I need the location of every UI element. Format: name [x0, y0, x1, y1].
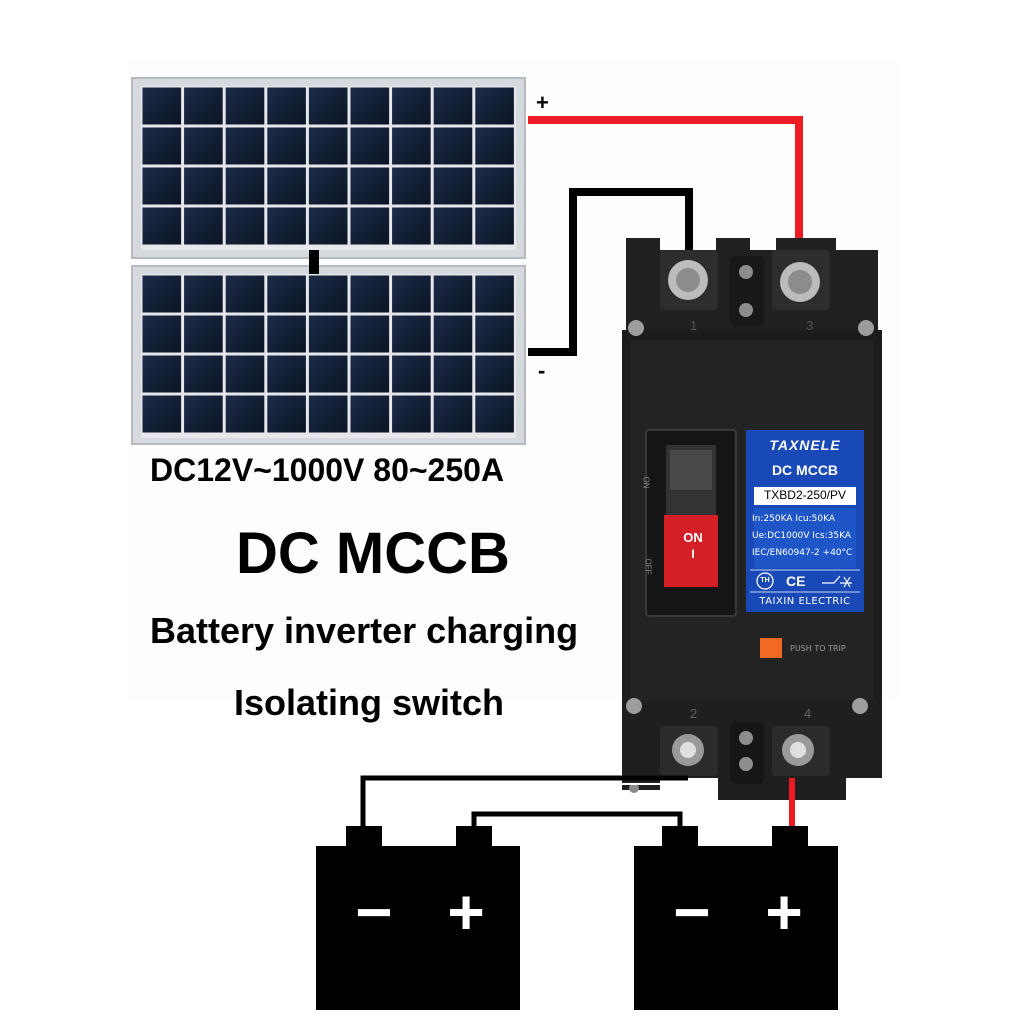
th-cert-text: TH — [760, 577, 770, 584]
mccb-breaker — [622, 238, 882, 800]
push-to-trip-label: PUSH TO TRIP — [790, 644, 846, 653]
battery-2 — [634, 826, 838, 1010]
battery-1-positive-symbol: + — [447, 876, 485, 948]
spec-rating-2: Ue:DC1000V Ics:35KA — [752, 531, 851, 541]
voltage-current-range: DC12V~1000V 80~250A — [150, 452, 505, 488]
manufacturer-name: TAIXIN ELECTRIC — [759, 596, 851, 607]
handle-i-text: I — [691, 547, 695, 561]
spec-standard: IEC/EN60947-2 +40°C — [752, 548, 853, 558]
terminal-number-2: 2 — [690, 706, 698, 721]
battery-1-negative-symbol: − — [355, 876, 393, 948]
side-off-text: OFF — [643, 558, 653, 575]
wire-positive-panel — [528, 116, 803, 262]
spec-rating-1: In:250KA Icu:50KA — [752, 514, 836, 524]
battery-2-negative-symbol: − — [673, 876, 711, 948]
solar-panel-top — [131, 77, 526, 259]
negative-label: - — [538, 358, 546, 383]
breaker-type: DC MCCB — [771, 462, 839, 478]
battery-1 — [316, 826, 520, 1010]
terminal-number-3: 3 — [806, 318, 814, 333]
main-title: DC MCCB — [236, 521, 510, 586]
handle-on-text: ON — [683, 530, 703, 545]
ce-mark: CE — [786, 573, 806, 589]
battery-2-positive-symbol: + — [765, 876, 803, 948]
panel-interconnect — [309, 250, 319, 274]
wire-negative-battery-outer — [360, 775, 688, 826]
terminal-number-1: 1 — [690, 318, 698, 333]
screw-icon — [629, 783, 639, 793]
brand-name: TAXNELE — [769, 437, 841, 453]
wire-battery-link — [471, 811, 683, 826]
subtitle-line-1: Battery inverter charging — [150, 610, 579, 651]
solar-panel-bottom — [131, 265, 526, 445]
terminal-number-4: 4 — [804, 706, 812, 721]
subtitle-line-2: Isolating switch — [234, 682, 505, 723]
wire-negative-panel — [528, 188, 693, 356]
switch-symbol-icon — [822, 575, 852, 588]
model-number: TXBD2-250/PV — [763, 488, 847, 502]
push-to-trip-button[interactable] — [760, 638, 782, 658]
screw-icon — [628, 320, 644, 336]
positive-label: + — [536, 90, 549, 115]
screw-icon — [858, 320, 874, 336]
side-on-text: ON — [641, 476, 651, 489]
th-cert-icon — [756, 572, 774, 590]
screw-icon — [852, 698, 868, 714]
handle-red-indicator — [664, 515, 718, 587]
screw-icon — [626, 698, 642, 714]
